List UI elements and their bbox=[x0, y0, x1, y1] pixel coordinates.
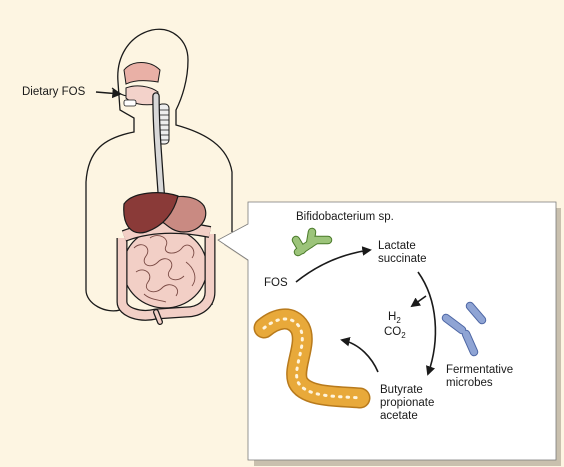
liver bbox=[123, 192, 179, 234]
butyrate-label: Butyrate bbox=[380, 384, 423, 396]
arrow-fos-to-lactate bbox=[295, 246, 372, 283]
colon bbox=[116, 221, 216, 325]
teeth bbox=[123, 99, 137, 107]
dietary-fos-arrow bbox=[95, 88, 122, 99]
succinate-label: succinate bbox=[378, 253, 427, 265]
bifidobacterium-label: Bifidobacterium sp. bbox=[296, 211, 394, 223]
small-intestine bbox=[122, 227, 208, 309]
fermentative-label: Fermentative bbox=[446, 364, 514, 376]
h2-label: H2 bbox=[388, 311, 401, 325]
lactate-label: Lactate bbox=[378, 240, 416, 252]
nasal-cavity bbox=[123, 62, 161, 85]
arrow-to-gases bbox=[410, 295, 427, 308]
arrow-lactate-to-butyrate bbox=[417, 271, 437, 376]
fermentative-microbes-icon bbox=[441, 301, 487, 357]
arrow-butyrate-to-colon bbox=[340, 336, 379, 373]
co2-label: CO2 bbox=[384, 326, 406, 340]
dietary-fos-label: Dietary FOS bbox=[22, 86, 86, 98]
fos-label: FOS bbox=[264, 277, 288, 289]
microbes-label: microbes bbox=[446, 377, 493, 389]
bifidobacterium-icon bbox=[291, 227, 333, 257]
acetate-label: acetate bbox=[380, 410, 418, 422]
colon-tube-icon bbox=[253, 308, 371, 409]
propionate-label: propionate bbox=[380, 397, 435, 409]
